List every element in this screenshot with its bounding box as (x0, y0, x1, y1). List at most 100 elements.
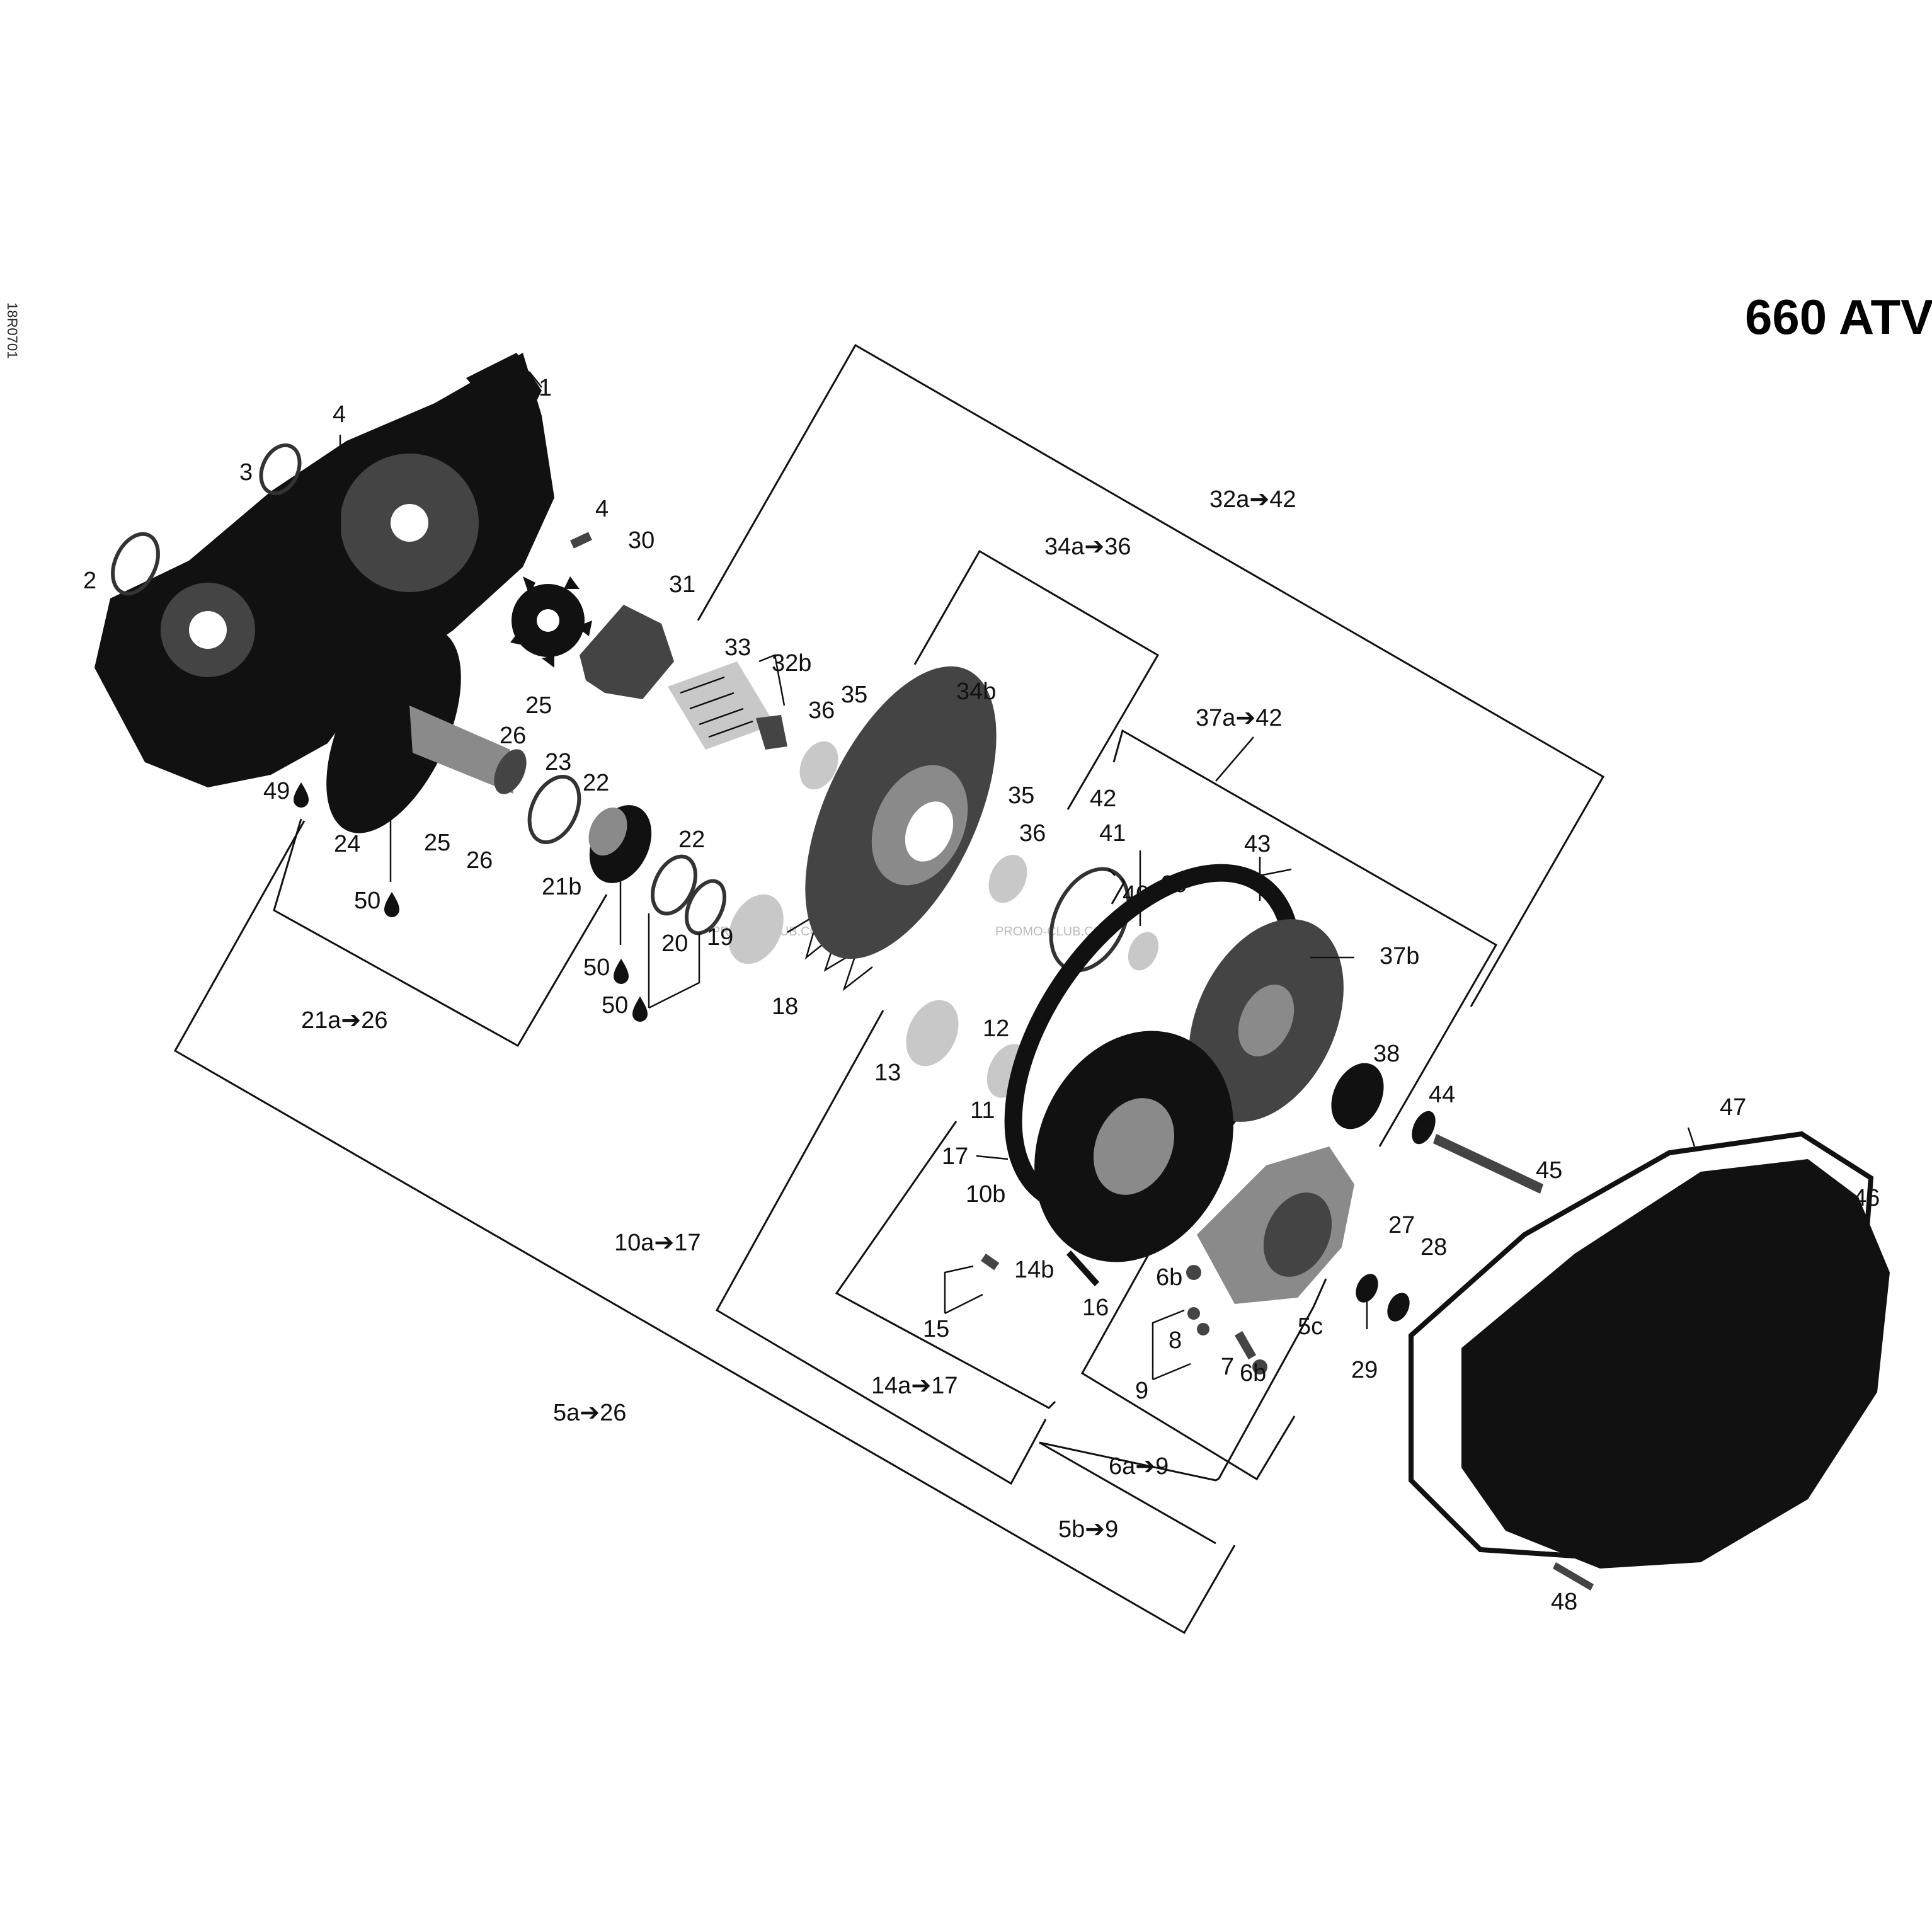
bracket-37a-42 (1111, 729, 1498, 1147)
sliding-sheave-part (805, 666, 997, 959)
nut-part (1186, 1265, 1201, 1280)
callout-36: 36 (808, 697, 835, 724)
callout-31: 31 (669, 571, 695, 598)
callout-20: 20 (661, 930, 688, 957)
callout-22: 22 (583, 770, 609, 796)
bushing-part (588, 805, 652, 883)
callout-14a-17: 14a➔17 (871, 1373, 958, 1399)
drawing-code: 18R0701 (4, 302, 20, 358)
callout-43: 43 (1244, 831, 1271, 857)
callout-33: 33 (724, 634, 751, 661)
callout-5b-9: 5b➔9 (1058, 1516, 1118, 1543)
callout-18: 18 (772, 993, 798, 1020)
callout-5a-26: 5a➔26 (553, 1400, 626, 1426)
bracket-10a-17 (715, 1010, 1047, 1485)
pin-part (1234, 1331, 1257, 1360)
callout-9: 9 (1135, 1378, 1148, 1404)
callout-32b: 32b (772, 650, 811, 677)
callout-45: 45 (1536, 1157, 1562, 1184)
nut-part (1387, 1293, 1410, 1322)
callout-37b: 37b (1380, 943, 1419, 969)
leader-line (289, 435, 341, 757)
bushing-part (988, 854, 1027, 903)
callout-10a-17: 10a➔17 (614, 1230, 701, 1256)
oil-drop-icon (294, 782, 309, 808)
callout-4: 4 (595, 496, 609, 522)
callout-41: 41 (1099, 820, 1126, 847)
callout-26: 26 (466, 847, 493, 874)
callout-40: 40 (1123, 881, 1149, 908)
ring-part (527, 775, 581, 844)
callout-25: 25 (525, 692, 552, 719)
callout-15: 15 (923, 1316, 949, 1342)
callout-47: 47 (1720, 1094, 1746, 1121)
callout-6b: 6b (1240, 1360, 1266, 1386)
leader-line (529, 371, 542, 388)
ring-part (684, 879, 727, 935)
o-ring-part (111, 532, 160, 596)
roller-plate-part (1197, 1146, 1354, 1304)
callout-19: 19 (707, 924, 733, 951)
leader-line (1687, 1127, 1696, 1147)
washer-part (1412, 1111, 1436, 1145)
oil-drop-icon (614, 959, 629, 984)
nut-part (1187, 1307, 1200, 1320)
bracket-32a-42 (697, 343, 1605, 1007)
bolt-part (1553, 1562, 1594, 1591)
o-ring-part (259, 443, 302, 496)
callout-16: 16 (1082, 1295, 1109, 1321)
callout-21b: 21b (542, 874, 581, 900)
callout-50: 50 (602, 992, 628, 1019)
callout-34b: 34b (956, 678, 996, 705)
callout-34a-36: 34a➔36 (1044, 534, 1131, 560)
callout-28: 28 (1420, 1234, 1447, 1260)
bolt-part (1433, 1134, 1543, 1194)
callout-11: 11 (970, 1097, 995, 1124)
bracket-5a-26 (173, 820, 1236, 1635)
bracket-5b-9 (1039, 1278, 1327, 1482)
callout-1: 1 (539, 375, 552, 401)
washer-part (728, 894, 784, 964)
callout-38: 38 (1373, 1041, 1400, 1067)
callout-37a-42: 37a➔42 (1196, 705, 1283, 731)
bracket-34a-36 (913, 549, 1160, 810)
leader-line (648, 913, 700, 1009)
callout-44: 44 (1429, 1082, 1455, 1108)
callout-35: 35 (1008, 782, 1034, 809)
leader-line (944, 1265, 983, 1315)
callout-3: 3 (239, 459, 253, 486)
callout-26: 26 (500, 723, 526, 749)
page-title: 660 ATV (1745, 289, 1932, 345)
callout-23: 23 (545, 749, 571, 775)
callout-48: 48 (1551, 1589, 1577, 1615)
governor-cup-part (1034, 919, 1344, 1262)
callout-10b: 10b (966, 1181, 1005, 1208)
leader-line (1215, 736, 1254, 782)
callout-17: 17 (942, 1143, 968, 1170)
callout-4: 4 (333, 401, 346, 428)
callout-46: 46 (1853, 1185, 1880, 1211)
callout-6b: 6b (1156, 1264, 1182, 1291)
bracket-21a-26 (273, 818, 608, 1048)
callout-30: 30 (628, 527, 654, 554)
screw-part (980, 1254, 1000, 1271)
inner-cover-part (94, 353, 554, 787)
spider-part (580, 605, 674, 699)
bolt-part (569, 532, 592, 549)
sprocket-part (510, 576, 592, 668)
callout-24: 24 (334, 831, 360, 857)
callout-50: 50 (354, 888, 380, 914)
callout-8: 8 (1169, 1327, 1182, 1354)
callout-5c: 5c (1298, 1313, 1323, 1340)
leader-line (1259, 857, 1292, 901)
callout-32a-42: 32a➔42 (1209, 486, 1296, 513)
bracket-6a-9 (1080, 1237, 1296, 1481)
callout-7: 7 (1221, 1354, 1234, 1380)
threaded-shaft-part (668, 661, 787, 750)
callout-39: 39 (1161, 871, 1187, 898)
leader-line (1152, 1309, 1191, 1381)
leader-line (758, 654, 786, 706)
outer-cover-part (1409, 1131, 1890, 1569)
ring-part (651, 854, 697, 916)
